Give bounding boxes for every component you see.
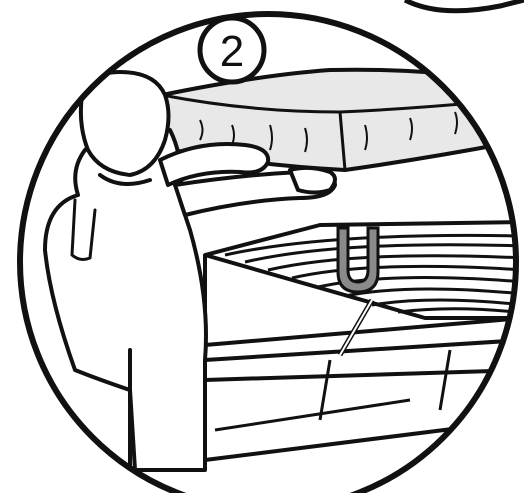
adjacent-step-frame (405, 0, 524, 11)
bed-base (205, 222, 524, 460)
step-number-badge: 2 (200, 18, 264, 82)
step-number: 2 (220, 27, 244, 76)
